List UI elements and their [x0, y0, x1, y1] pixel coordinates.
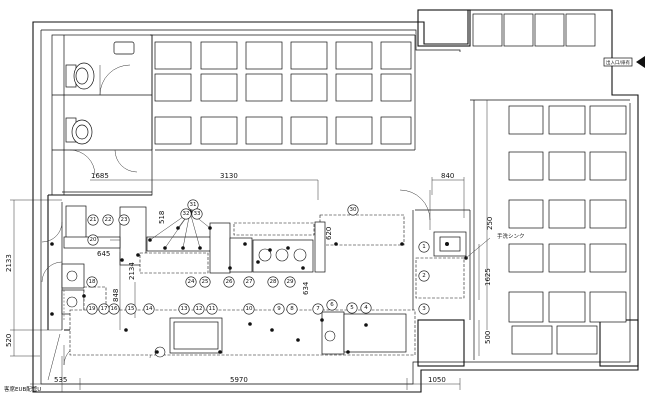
equipment-tag-29: 29 [284, 276, 296, 288]
equipment-tag-12: 12 [193, 303, 205, 315]
equipment-tag-8: 8 [286, 303, 298, 315]
dining-tables-right [486, 100, 627, 355]
equipment-tag-label: 16 [111, 306, 118, 312]
equipment-tag-18: 18 [86, 276, 98, 288]
dimension-518: 518 [158, 211, 166, 224]
equipment-tag-label: 14 [146, 306, 153, 312]
equipment-tag-4: 4 [360, 302, 372, 314]
equipment-tag-label: 4 [364, 305, 368, 311]
entrance-arrow-icon [636, 56, 645, 68]
equipment-tag-19: 19 [86, 303, 98, 315]
equipment-tag-label: 20 [90, 237, 97, 243]
equipment-tag-label: 6 [330, 302, 334, 308]
building-walls [32, 9, 639, 393]
equipment-tag-13: 13 [178, 303, 190, 315]
equipment-tag-label: 19 [89, 306, 96, 312]
equipment-tag-20: 20 [87, 234, 99, 246]
equipment-tag-label: 30 [350, 207, 357, 213]
equipment-tag-1: 1 [418, 241, 430, 253]
equipment-tag-23: 23 [118, 214, 130, 226]
dimension-840: 840 [441, 172, 454, 180]
dimension-520: 520 [5, 334, 13, 347]
equipment-tag-label: 24 [188, 279, 195, 285]
dimension-1050: 1050 [428, 376, 446, 384]
equipment-tag-label: 25 [202, 279, 209, 285]
fixture-markers [50, 210, 491, 354]
equipment-tag-27: 27 [243, 276, 255, 288]
equipment-tag-label: 13 [181, 306, 188, 312]
sink-note: 手洗シンク [497, 232, 525, 240]
equipment-tag-label: 2 [422, 273, 426, 279]
equipment-tag-22: 22 [102, 214, 114, 226]
equipment-tag-label: 22 [105, 217, 112, 223]
kitchen-equipment [61, 205, 467, 358]
equipment-tag-label: 8 [290, 306, 294, 312]
equipment-tag-33: 33 [191, 208, 203, 220]
dimension-634: 634 [302, 281, 310, 295]
equipment-tag-30: 30 [347, 204, 359, 216]
equipment-tag-10: 10 [243, 303, 255, 315]
equipment-tag-label: 23 [121, 217, 128, 223]
dimension-1625: 1625 [484, 268, 492, 286]
dimension-2133: 2133 [5, 254, 13, 272]
dimension-620: 620 [325, 227, 333, 240]
equipment-tag-7: 7 [312, 303, 324, 315]
equipment-tag-label: 32 [183, 211, 190, 217]
equipment-tag-label: 31 [190, 202, 197, 208]
equipment-tag-24: 24 [185, 276, 197, 288]
toilet-room [65, 41, 138, 176]
dimension-5970: 5970 [230, 376, 248, 384]
equipment-tag-label: 15 [128, 306, 135, 312]
equipment-tag-17: 17 [98, 303, 110, 315]
equipment-tag-label: 10 [246, 306, 253, 312]
equipment-tag-14: 14 [143, 303, 155, 315]
equipment-tag-31: 31 [187, 199, 199, 211]
equipment-tag-5: 5 [346, 302, 358, 314]
equipment-tag-3: 3 [418, 303, 430, 315]
entrance-note: 出入口/扉有 [606, 59, 631, 66]
equipment-tag-21: 21 [87, 214, 99, 226]
equipment-tag-label: 26 [226, 279, 233, 285]
equipment-tag-label: 11 [209, 306, 216, 312]
dimension-848: 848 [112, 289, 120, 302]
dimension-2134: 2134 [128, 262, 136, 280]
equipment-tag-label: 18 [89, 279, 96, 285]
dimension-645: 645 [97, 250, 110, 258]
equipment-tag-label: 7 [316, 306, 320, 312]
equipment-tag-label: 29 [287, 279, 294, 285]
equipment-tag-label: 27 [246, 279, 253, 285]
dining-tables-upper [154, 13, 596, 145]
dimension-535: 535 [54, 376, 67, 384]
equipment-tag-label: 33 [194, 211, 201, 217]
equipment-tag-16: 16 [108, 303, 120, 315]
equipment-tag-32: 32 [180, 208, 192, 220]
equipment-tag-25: 25 [199, 276, 211, 288]
equipment-tag-15: 15 [125, 303, 137, 315]
equipment-tag-26: 26 [223, 276, 235, 288]
equipment-tag-label: 9 [277, 306, 281, 312]
equipment-tag-label: 12 [196, 306, 203, 312]
equipment-tag-11: 11 [206, 303, 218, 315]
dimension-1685: 1685 [91, 172, 109, 180]
equipment-tag-label: 5 [350, 305, 354, 311]
equipment-tag-9: 9 [273, 303, 285, 315]
dimension-lines [10, 177, 480, 392]
equipment-tag-2: 2 [418, 270, 430, 282]
dimension-3130: 3130 [220, 172, 238, 180]
equipment-tag-6: 6 [326, 299, 338, 311]
equipment-tag-label: 28 [270, 279, 277, 285]
equipment-tag-label: 21 [90, 217, 97, 223]
dimension-500: 500 [484, 331, 492, 344]
equipment-tag-28: 28 [267, 276, 279, 288]
equipment-tag-label: 1 [422, 244, 426, 250]
equipment-tag-label: 17 [101, 306, 108, 312]
dimension-250: 250 [486, 217, 494, 230]
drain-note: 客席EUB配管U [4, 385, 41, 393]
equipment-tag-label: 3 [422, 306, 426, 312]
